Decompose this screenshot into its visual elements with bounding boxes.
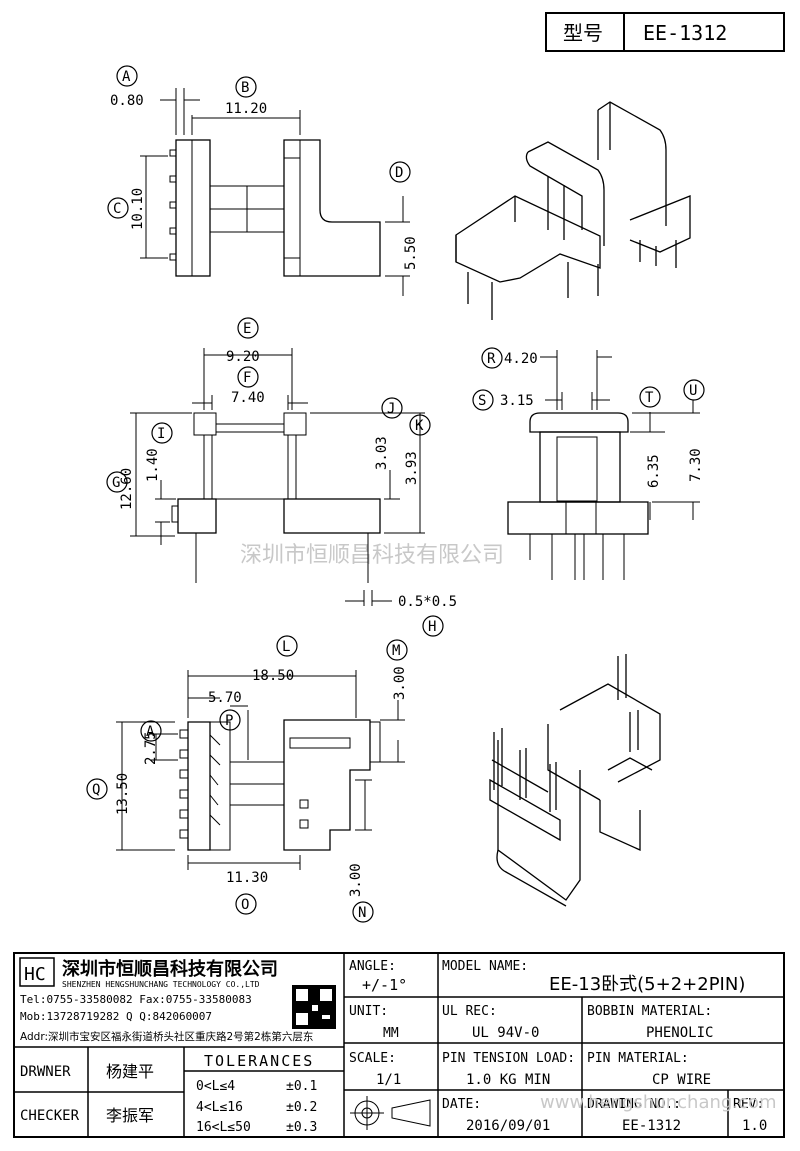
callout-G: G [112, 475, 120, 491]
bobbin-label: BOBBIN MATERIAL: [587, 1004, 712, 1019]
company-name-en: SHENZHEN HENGSHUNCHANG TECHNOLOGY CO.,LT… [62, 980, 260, 989]
tolerances-title: TOLERANCES [204, 1052, 314, 1070]
callout-A2: A [146, 724, 155, 740]
dim-I-value: 1.40 [145, 448, 161, 482]
dim-M-value: 3.00 [392, 666, 408, 700]
callout-O: O [241, 897, 249, 913]
company-logo-icon: HC [24, 964, 46, 985]
callout-Q: Q [92, 782, 100, 798]
dim-K-value: 3.93 [404, 451, 420, 485]
unit-label: UNIT: [349, 1004, 388, 1019]
dim-S-value: 3.15 [500, 393, 534, 409]
model-label: 型号 [563, 21, 603, 45]
date-label: DATE: [442, 1097, 481, 1112]
url-watermark: www.hengshunchang.com [540, 1092, 777, 1113]
dim-H-value: 0.5*0.5 [398, 594, 457, 610]
checker-value: 李振军 [106, 1106, 154, 1125]
watermark-text: 深圳市恒顺昌科技有限公司 [240, 543, 504, 568]
callout-N: N [358, 905, 366, 921]
dim-L-value: 18.50 [252, 668, 294, 684]
callout-letters: A B C D E F G I J K H R S T U L M P A Q … [86, 65, 705, 923]
dim-O-value: 11.30 [226, 870, 268, 886]
callout-S: S [478, 393, 486, 409]
rev-label: REV: [733, 1097, 764, 1112]
date-value: 2016/09/01 [466, 1118, 550, 1134]
side-view [130, 348, 425, 606]
ul-value: UL 94V-0 [472, 1025, 539, 1041]
checker-label: CHECKER [20, 1108, 80, 1124]
unit-value: MM [383, 1026, 399, 1041]
callout-L: L [282, 639, 290, 655]
scale-label: SCALE: [349, 1051, 396, 1066]
callout-T: T [645, 390, 654, 406]
title-block: HC [13, 952, 785, 1138]
dim-E-value: 9.20 [226, 349, 260, 365]
angle-value: +/-1° [362, 976, 407, 994]
isometric-view-bottom [489, 654, 661, 907]
company-mob: Mob:13728719282 Q Q:842060007 [20, 1010, 212, 1023]
isometric-view-top [455, 101, 691, 320]
dim-J-value: 3.03 [374, 436, 390, 470]
callout-U: U [689, 383, 697, 399]
tol-range-2: 4<L≤16 [196, 1100, 243, 1115]
callout-H: H [428, 619, 436, 635]
model-value: EE-1312 [643, 21, 727, 45]
ul-label: UL REC: [442, 1004, 497, 1019]
model-name-value: EE-13卧式(5+2+2PIN) [549, 974, 745, 995]
tol-range-3: 16<L≤50 [196, 1120, 251, 1135]
callout-C: C [113, 201, 121, 217]
callout-I: I [157, 426, 165, 442]
callout-A: A [122, 69, 131, 85]
tol-value-1: ±0.1 [286, 1079, 317, 1094]
tension-value: 1.0 KG MIN [466, 1072, 550, 1088]
drawner-value: 杨建平 [106, 1062, 154, 1081]
pin-material-label: PIN MATERIAL: [587, 1051, 689, 1066]
tension-label: PIN TENSION LOAD: [442, 1051, 575, 1066]
tol-value-3: ±0.3 [286, 1120, 317, 1135]
company-name-cn: 深圳市恒顺昌科技有限公司 [62, 958, 278, 980]
callout-K: K [415, 418, 424, 434]
callout-R: R [487, 351, 496, 367]
dim-U-value: 7.30 [688, 448, 704, 482]
dim-P-value: 5.70 [208, 690, 242, 706]
dim-N-value: 3.00 [348, 863, 364, 897]
callout-F: F [243, 370, 251, 386]
pin-material-value: CP WIRE [652, 1072, 711, 1088]
scale-value: 1/1 [376, 1072, 401, 1088]
callout-J: J [387, 401, 395, 417]
top-front-view [140, 88, 410, 296]
drawing-no-label: DRAWING NO.: [587, 1097, 681, 1112]
angle-label: ANGLE: [349, 959, 396, 974]
bottom-view [116, 670, 405, 870]
callout-M: M [392, 643, 400, 659]
tol-value-2: ±0.2 [286, 1100, 317, 1115]
dim-F-value: 7.40 [231, 390, 265, 406]
dim-A-value: 0.80 [110, 93, 144, 109]
model-name-label: MODEL NAME: [442, 959, 528, 974]
callout-P: P [225, 713, 233, 729]
dim-G-value: 12.60 [119, 468, 135, 510]
dim-Q-value: 13.50 [115, 773, 131, 815]
rev-value: 1.0 [742, 1118, 767, 1134]
dim-R-value: 4.20 [504, 351, 538, 367]
drawner-label: DRWNER [20, 1064, 71, 1080]
dim-B-value: 11.20 [225, 101, 267, 117]
callout-E: E [243, 321, 251, 337]
tol-range-1: 0<L≤4 [196, 1079, 235, 1094]
callout-B: B [241, 80, 249, 96]
company-addr: Addr:深圳市宝安区福永街道桥头社区重庆路2号第2栋第六层东 [20, 1030, 313, 1043]
company-tel: Tel:0755-33580082 Fax:0755-33580083 [20, 993, 252, 1006]
dim-D-value: 5.50 [403, 236, 419, 270]
dim-C-value: 10.10 [130, 188, 146, 230]
header-model-box: 型号 EE-1312 [545, 12, 785, 52]
callout-D: D [395, 165, 403, 181]
end-view [507, 350, 700, 580]
drawing-no-value: EE-1312 [622, 1118, 681, 1134]
dim-T-value: 6.35 [646, 454, 662, 488]
bobbin-value: PHENOLIC [646, 1025, 713, 1041]
